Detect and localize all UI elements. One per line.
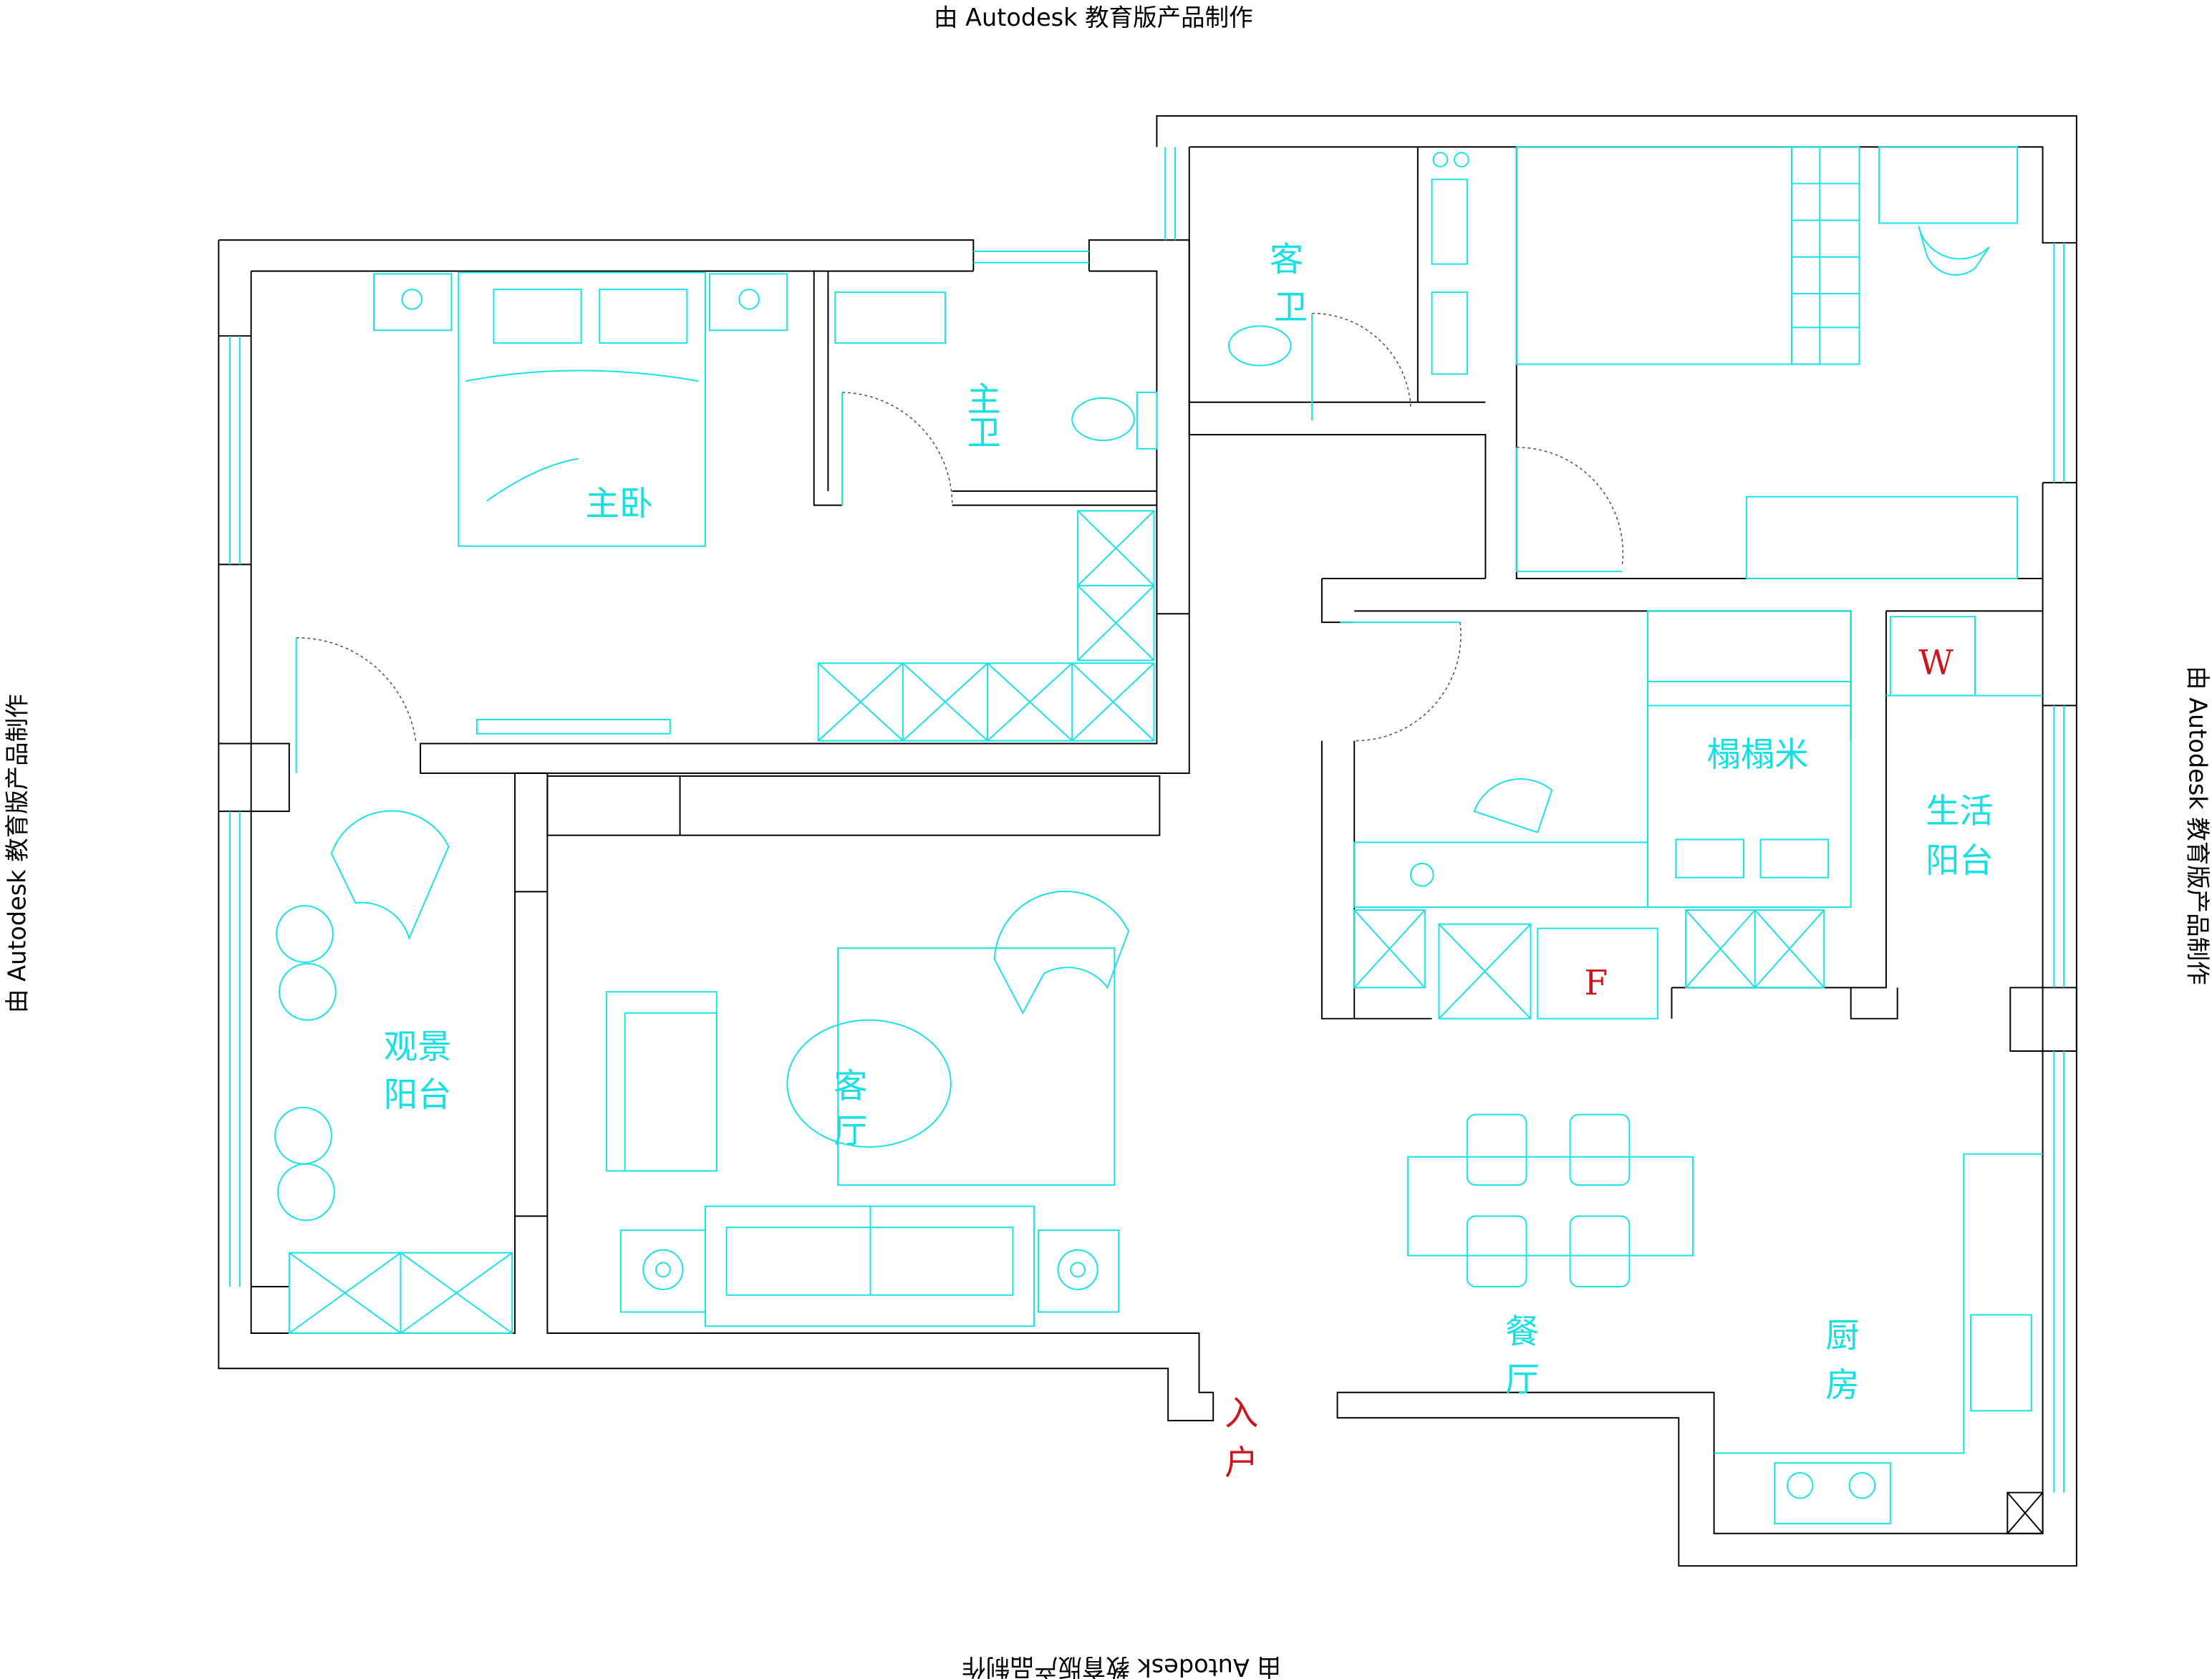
fridge-marker: F bbox=[1584, 964, 1608, 1003]
chair bbox=[1473, 778, 1553, 833]
walls bbox=[218, 115, 2077, 1567]
side-table bbox=[1037, 1229, 1120, 1313]
label-guest-bath-2: 卫 bbox=[1274, 289, 1308, 328]
windows bbox=[229, 147, 2065, 1493]
label-living-1: 客 bbox=[834, 1067, 867, 1106]
label-service-balcony-1: 生活 bbox=[1926, 792, 1994, 831]
toilet bbox=[1071, 397, 1135, 441]
guest-bath-fixtures bbox=[1227, 152, 1469, 375]
bed bbox=[458, 271, 706, 547]
label-living-2: 厅 bbox=[834, 1112, 867, 1151]
nightstand bbox=[708, 273, 788, 332]
lounge-chair bbox=[330, 810, 450, 941]
tatami bbox=[1647, 610, 1852, 909]
watermark-bottom: 由 Autodesk 教育版产品制作 bbox=[962, 1653, 1281, 1679]
label-dining-1: 餐 bbox=[1505, 1312, 1539, 1352]
label-view-balcony-1: 观景 bbox=[384, 1027, 452, 1067]
living-room-furniture bbox=[606, 890, 1130, 1327]
sink bbox=[834, 291, 946, 344]
dining-furniture bbox=[1407, 1113, 1694, 1287]
desk bbox=[1353, 841, 1648, 909]
armchair bbox=[606, 991, 718, 1172]
doors bbox=[295, 312, 1624, 773]
nightstand bbox=[373, 273, 453, 332]
label-view-balcony-2: 阳台 bbox=[384, 1075, 452, 1115]
squat-toilet bbox=[1227, 325, 1292, 367]
label-master-bedroom: 主卧 bbox=[586, 484, 654, 523]
label-kitchen-2: 房 bbox=[1825, 1366, 1859, 1405]
label-kitchen-1: 厨 bbox=[1825, 1317, 1859, 1356]
coffee-table bbox=[786, 1019, 952, 1148]
label-dining-2: 厅 bbox=[1505, 1360, 1539, 1400]
sink bbox=[1970, 1314, 2032, 1412]
master-bedroom-furniture bbox=[373, 271, 1158, 742]
tatami-study-furniture bbox=[1353, 610, 2043, 1020]
lounge-chair bbox=[993, 890, 1130, 1015]
desk bbox=[1878, 146, 2019, 224]
watermark-left: 由 Autodesk 教育版产品制作 bbox=[3, 694, 31, 1013]
fridge bbox=[1537, 927, 1658, 1020]
label-master-bath: 主卫 bbox=[961, 381, 1000, 449]
chair bbox=[1918, 226, 1990, 276]
kitchen-furniture bbox=[1714, 1153, 2043, 1524]
label-entry-2: 户 bbox=[1225, 1443, 1258, 1483]
washer-marker: W bbox=[1918, 644, 1953, 683]
stove bbox=[1774, 1462, 1891, 1524]
side-table bbox=[619, 1229, 706, 1313]
label-service-balcony-2: 阳台 bbox=[1926, 841, 1994, 881]
wardrobe bbox=[817, 662, 1155, 742]
watermark-top: 由 Autodesk 教育版产品制作 bbox=[934, 4, 1253, 32]
loft-bed bbox=[1515, 146, 1821, 365]
watermark-right: 由 Autodesk 教育版产品制作 bbox=[2183, 666, 2211, 985]
rug bbox=[837, 947, 1116, 1186]
balcony-furniture bbox=[274, 810, 513, 1334]
label-entry-1: 入 bbox=[1225, 1394, 1258, 1433]
bedroom2-furniture bbox=[1515, 146, 2019, 580]
dining-table bbox=[1407, 1156, 1694, 1257]
tv bbox=[475, 719, 671, 735]
label-tatami: 榻榻米 bbox=[1707, 735, 1809, 775]
label-guest-bath-1: 客 bbox=[1270, 241, 1303, 280]
